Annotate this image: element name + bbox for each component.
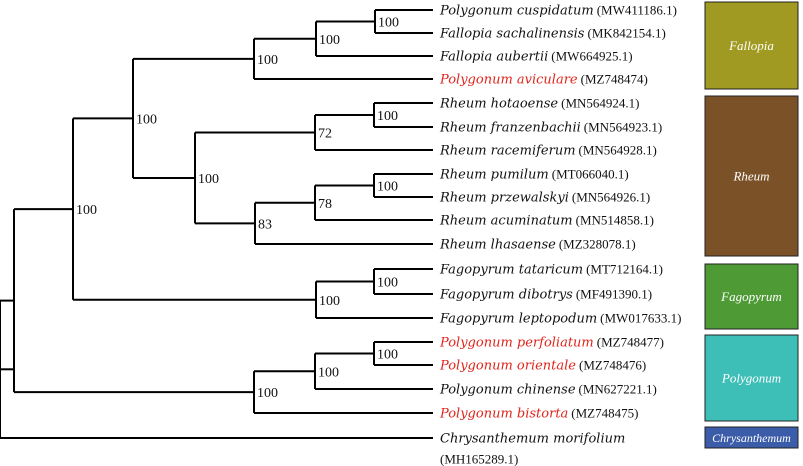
taxon-accession: (MH165289.1) [440, 452, 518, 466]
taxon-accession: (MT066040.1) [552, 167, 629, 182]
taxon-label-t17: Polygonum chinense(MN627221.1) [439, 382, 657, 398]
taxon-name: Rheum hotaoense [439, 97, 558, 112]
taxon-accession: (MN514858.1) [576, 213, 654, 228]
taxon-name: Rheum przewalskyi [439, 191, 569, 206]
taxon-accession: (MZ748474) [581, 72, 648, 87]
support-value-n10: 100 [136, 112, 157, 127]
taxon-accession: (MZ748476) [579, 358, 646, 373]
taxon-label-t7: Rheum racemiferum(MN564928.1) [439, 143, 657, 159]
taxon-accession: (MW411186.1) [597, 3, 677, 18]
taxon-label-t9: Rheum przewalskyi(MN564926.1) [439, 190, 650, 206]
support-value-n7: 78 [318, 197, 332, 212]
taxon-name: Fagopyrum leptopodum [439, 312, 597, 327]
taxon-accession: (MW017633.1) [600, 311, 681, 326]
group-box-fagopyrum: Fagopyrum [704, 263, 799, 330]
group-box-fallopia: Fallopia [704, 1, 799, 90]
taxon-name: Chrysanthemum morifolium [440, 432, 625, 447]
support-values: 100 100 100 100 72 100 78 83 100 100 100 100 100 100 1… [76, 16, 399, 402]
support-value-n5: 72 [318, 127, 332, 142]
taxon-name: Polygonum chinense [439, 383, 576, 398]
taxon-name: Fagopyrum dibotrys [439, 288, 573, 303]
taxon-name: Rheum acuminatum [439, 214, 573, 229]
group-box-polygonum: Polygonum [704, 334, 799, 422]
taxon-name: Rheum racemiferum [439, 144, 576, 159]
taxon-name: Fallopia aubertii [439, 50, 548, 65]
taxon-accession: (MF491390.1) [576, 287, 652, 302]
taxon-accession: (MT712164.1) [586, 262, 663, 277]
group-box-chrysanthemum: Chrysanthemum [704, 426, 799, 449]
group-label-rheum: Rheum [732, 169, 769, 184]
support-value-n12: 100 [319, 294, 340, 309]
taxon-accession: (MZ748477) [597, 335, 664, 350]
support-value-n13: 100 [76, 203, 97, 218]
taxon-accession: (MZ748475) [571, 406, 638, 421]
tree-branches [0, 9, 433, 439]
taxon-accession: (MN564928.1) [579, 143, 657, 158]
taxon-label-t15: Polygonum perfoliatum(MZ748477) [439, 335, 664, 351]
taxon-accession: (MZ328078.1) [559, 237, 636, 252]
taxon-accession: (MW664925.1) [551, 49, 632, 64]
taxon-name: Polygonum bistorta [439, 407, 568, 422]
support-value-n8: 83 [258, 217, 272, 232]
taxon-name: Fallopia sachalinensis [439, 27, 585, 42]
group-box-fill [704, 334, 799, 422]
taxon-label-t6: Rheum franzenbachii(MN564923.1) [439, 120, 662, 136]
group-box-fill [704, 1, 799, 90]
group-box-rheum: Rheum [704, 95, 799, 257]
taxon-accession: (MK842154.1) [587, 26, 665, 41]
taxon-label-t8: Rheum pumilum(MT066040.1) [439, 167, 629, 183]
taxon-label-t16: Polygonum orientale(MZ748476) [439, 358, 646, 374]
group-box-fill [704, 426, 799, 449]
taxon-name: Polygonum perfoliatum [439, 336, 594, 351]
support-value-n16: 100 [257, 386, 278, 401]
taxon-label-t13: Fagopyrum dibotrys(MF491390.1) [439, 287, 652, 303]
taxon-accession: (MN627221.1) [579, 382, 657, 397]
taxon-label-t19: Chrysanthemum morifolium (MH165289.1) [440, 432, 625, 466]
taxon-accession: (MN564924.1) [561, 96, 639, 111]
taxon-name: Fagopyrum tataricum [439, 263, 583, 278]
taxon-labels: Polygonum cuspidatum(MW411186.1) Fallopia… [439, 3, 681, 466]
group-label-fallopia: Fallopia [728, 38, 774, 53]
support-value-n9: 100 [198, 172, 219, 187]
support-value-n15: 100 [318, 365, 339, 380]
support-value-n3: 100 [257, 53, 278, 68]
taxon-name: Polygonum orientale [439, 359, 576, 374]
group-label-polygonum: Polygonum [721, 371, 781, 386]
taxon-name: Rheum franzenbachii [439, 121, 581, 136]
taxon-label-t18: Polygonum bistorta(MZ748475) [439, 406, 638, 422]
support-value-n2: 100 [319, 33, 340, 48]
taxon-label-t5: Rheum hotaoense(MN564924.1) [439, 96, 639, 112]
taxon-name: Rheum lhasaense [439, 238, 556, 253]
taxon-name: Polygonum aviculare [439, 73, 578, 88]
taxon-name: Polygonum cuspidatum [439, 4, 594, 19]
taxon-name: Rheum pumilum [439, 168, 549, 183]
taxon-label-t11: Rheum lhasaense(MZ328078.1) [439, 237, 636, 253]
taxon-accession: (MN564923.1) [584, 120, 662, 135]
taxon-label-t3: Fallopia aubertii(MW664925.1) [439, 49, 633, 65]
taxon-label-t4: Polygonum aviculare(MZ748474) [439, 72, 648, 88]
group-label-chrysanthemum: Chrysanthemum [712, 431, 791, 445]
support-value-n11: 100 [377, 276, 398, 291]
support-value-n1: 100 [378, 16, 399, 31]
taxon-label-t1: Polygonum cuspidatum(MW411186.1) [439, 3, 677, 19]
support-value-n4: 100 [377, 109, 398, 124]
support-value-n14: 100 [377, 348, 398, 363]
group-label-fagopyrum: Fagopyrum [720, 289, 782, 304]
taxon-label-t10: Rheum acuminatum(MN514858.1) [439, 213, 654, 229]
taxon-accession: (MN564926.1) [572, 190, 650, 205]
taxon-label-t12: Fagopyrum tataricum(MT712164.1) [439, 262, 663, 278]
taxon-label-t2: Fallopia sachalinensis(MK842154.1) [439, 26, 666, 42]
taxon-label-t14: Fagopyrum leptopodum(MW017633.1) [439, 311, 681, 327]
group-box-fill [704, 263, 799, 330]
genus-group-boxes: FallopiaRheumFagopyrumPolygonumChrysanth… [704, 1, 799, 449]
group-box-fill [704, 95, 799, 257]
support-value-n6: 100 [377, 180, 398, 195]
